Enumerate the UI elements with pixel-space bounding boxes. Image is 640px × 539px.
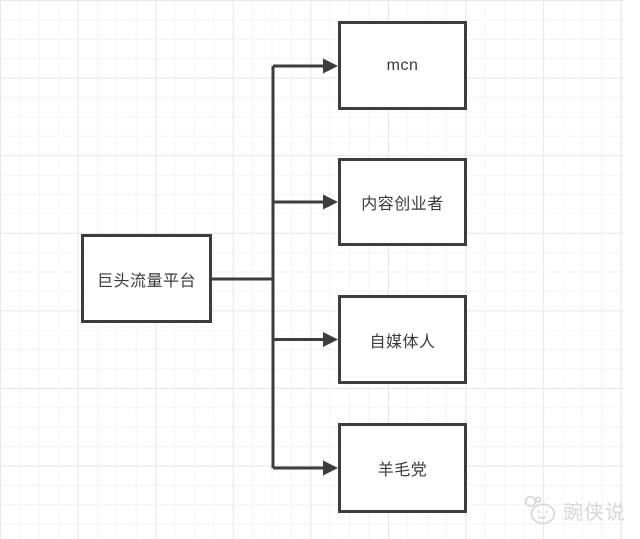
node-content-entrepreneur: 内容创业者 (338, 158, 467, 246)
cat-mascot-icon (524, 495, 556, 525)
watermark: 豌侠说 (522, 491, 626, 529)
node-label: 巨头流量平台 (96, 272, 196, 290)
node-self-media: 自媒体人 (338, 295, 467, 384)
node-label: 内容创业者 (361, 196, 444, 213)
connector-stroke-group (212, 64, 324, 470)
arrowhead-icon (323, 58, 338, 74)
node-label: mcn (386, 56, 419, 74)
node-giant-traffic-platform: 巨头流量平台 (81, 234, 212, 323)
node-label: 自媒体人 (369, 333, 436, 351)
arrowhead-icon (323, 332, 338, 347)
arrowhead-icon (323, 194, 338, 210)
watermark-text: 豌侠说 (563, 501, 626, 524)
arrowhead-group (323, 58, 338, 476)
node-mcn: mcn (338, 21, 467, 110)
node-label: 羊毛党 (377, 462, 428, 479)
arrowhead-icon (323, 460, 338, 476)
node-freeloader: 羊毛党 (338, 423, 467, 513)
